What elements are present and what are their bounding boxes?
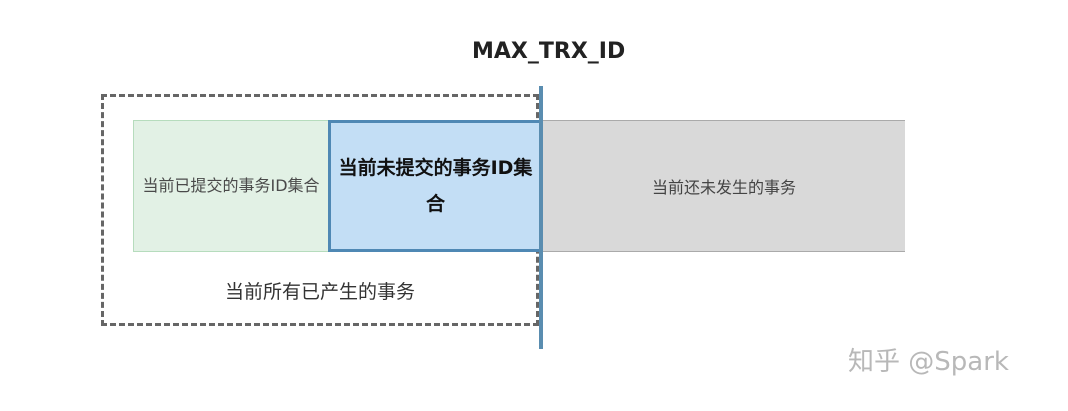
future-transactions-box: 当前还未发生的事务 — [543, 120, 905, 252]
uncommitted-transactions-label: 当前未提交的事务ID集合 — [338, 157, 533, 215]
all-generated-transactions-label: 当前所有已产生的事务 — [224, 281, 415, 303]
uncommitted-transactions-box: 当前未提交的事务ID集合 — [328, 120, 543, 252]
committed-transactions-box: 当前已提交的事务ID集合 — [133, 120, 329, 252]
max-trx-id-marker-line — [539, 86, 543, 349]
zhihu-watermark: 知乎 @Spark — [848, 347, 1009, 377]
committed-transactions-label: 当前已提交的事务ID集合 — [142, 176, 320, 195]
future-transactions-label: 当前还未发生的事务 — [651, 178, 796, 197]
max-trx-id-label: MAX_TRX_ID — [472, 39, 626, 64]
